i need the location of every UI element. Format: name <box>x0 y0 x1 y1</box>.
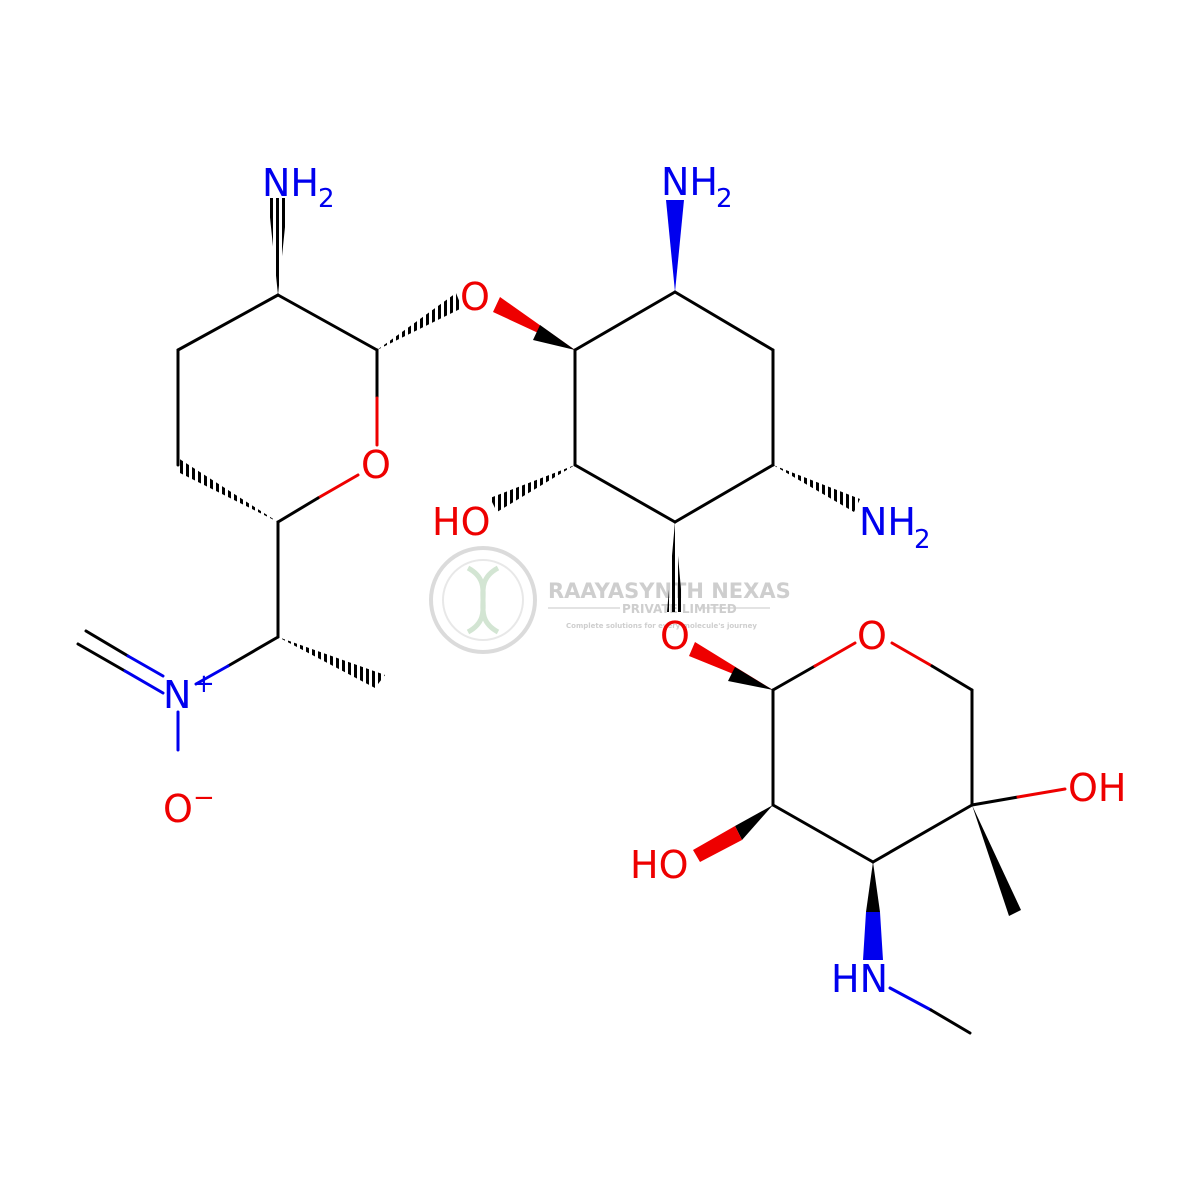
bond <box>573 290 677 352</box>
solid-wedge-bond <box>728 667 773 690</box>
bond <box>176 293 280 352</box>
solid-wedge-bond <box>666 200 684 292</box>
watermark-tagline: Complete solutions for every molecule's … <box>566 622 757 630</box>
hydroxyl-label: HO <box>630 843 688 887</box>
hashed-wedge-bond <box>667 522 683 612</box>
left-sugar-ring <box>176 198 462 524</box>
bond <box>76 642 127 673</box>
hashed-wedge-bond <box>268 198 288 295</box>
amine-subscript: 2 <box>716 184 733 214</box>
amine-subscript: 2 <box>318 184 335 214</box>
hashed-wedge-bond <box>773 465 860 512</box>
solid-wedge-bond <box>693 826 742 862</box>
bond <box>771 803 875 864</box>
bond <box>813 641 857 668</box>
nitrone-nitrogen-label: N <box>163 673 191 717</box>
hashed-wedge-bond <box>490 465 575 512</box>
amine-subscript: 2 <box>914 525 931 555</box>
nitrone-side-chain <box>76 520 385 752</box>
oxygen-label: O <box>660 614 690 658</box>
hashed-wedge-bond <box>377 293 462 350</box>
bond <box>84 629 130 658</box>
bond <box>888 986 933 1012</box>
hydroxyl-label: OH <box>1068 766 1126 810</box>
bond <box>929 1008 972 1035</box>
bond <box>1016 787 1067 799</box>
bond <box>276 293 379 352</box>
bond <box>871 803 974 864</box>
hashed-wedge-bond <box>178 458 278 522</box>
solid-wedge-bond <box>533 325 575 350</box>
bond <box>890 641 934 668</box>
solid-wedge-bond <box>735 805 773 840</box>
ring-oxygen-label: O <box>857 614 887 658</box>
methylamine-label: HN <box>831 957 888 1001</box>
bond <box>226 635 280 668</box>
central-cyclohexane-ring <box>490 200 860 612</box>
bond <box>673 463 775 524</box>
bond <box>673 290 775 352</box>
amine-label: NH <box>661 160 718 204</box>
atom-labels: NH 2 O O NH 2 HO NH 2 N + O − O O OH HO … <box>163 160 1126 1001</box>
hashed-wedge-bond <box>278 637 385 688</box>
bond <box>276 496 320 524</box>
positive-charge: + <box>193 669 215 699</box>
ring-oxygen-label: O <box>361 443 391 487</box>
lower-sugar-ring <box>689 641 1067 1035</box>
dna-helix-icon <box>466 565 500 635</box>
solid-wedge-bond <box>866 862 880 912</box>
solid-wedge-bond <box>863 912 883 960</box>
hydroxyl-label: HO <box>432 500 490 544</box>
bond <box>771 664 817 692</box>
bond <box>930 664 974 692</box>
oxide-oxygen-label: O <box>163 787 193 831</box>
bond <box>126 654 165 678</box>
amine-label: NH <box>262 161 319 205</box>
oxygen-label: O <box>460 275 490 319</box>
bond <box>123 669 165 695</box>
bond <box>970 795 1020 807</box>
watermark: RAAYASYNTH NEXAS PRIVATE LIMITED Complet… <box>429 546 791 654</box>
amine-label: NH <box>859 500 916 544</box>
bond <box>194 664 230 686</box>
watermark-logo-circle <box>429 546 537 654</box>
solid-wedge-bond <box>972 805 1021 916</box>
negative-charge: − <box>193 783 215 813</box>
bond <box>316 473 360 500</box>
bond <box>573 463 677 524</box>
